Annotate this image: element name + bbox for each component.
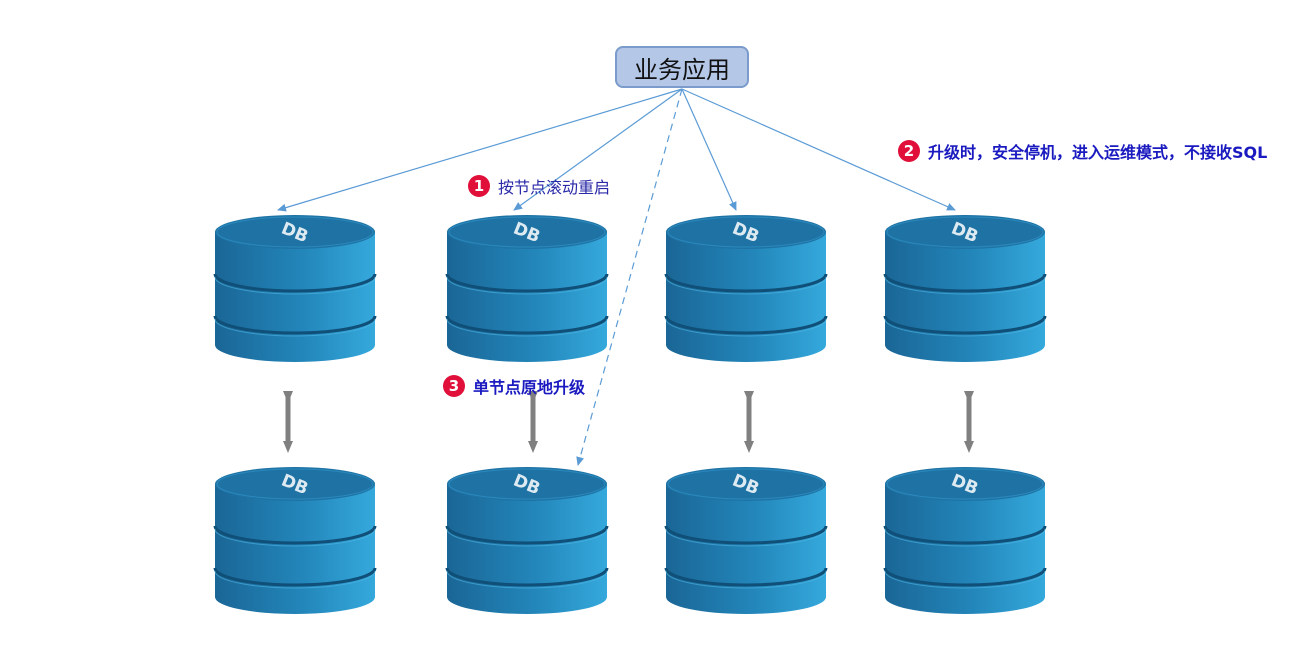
app-to-db-arrow-3 — [681, 88, 737, 211]
app-to-db-arrow-4 — [681, 88, 956, 211]
step-badge-2: 2 — [898, 140, 920, 162]
db-node-r2-c2: DB — [445, 467, 609, 614]
annotation-inplace-upgrade: 3 单节点原地升级 — [443, 374, 585, 398]
db-node-r2-c1: DB — [213, 467, 377, 614]
app-to-db-arrow-1 — [277, 88, 683, 212]
annotation-safe-shutdown: 2 升级时，安全停机，进入运维模式，不接收SQL — [898, 139, 1267, 163]
db-node-r1-c1: DB — [213, 215, 377, 362]
app-to-db-arrow-2 — [513, 88, 683, 211]
db-node-r1-c4: DB — [883, 215, 1047, 362]
business-app-label: 业务应用 — [634, 55, 730, 84]
step-badge-3: 3 — [443, 375, 465, 397]
app-to-db-dashed-arrow — [576, 88, 683, 466]
annotation-rolling-restart: 1 按节点滚动重启 — [468, 174, 610, 198]
business-app-box: 业务应用 — [615, 46, 749, 88]
db-node-r1-c2: DB — [445, 215, 609, 362]
step-badge-1: 1 — [468, 175, 490, 197]
annotation-text-1: 按节点滚动重启 — [498, 178, 611, 197]
db-node-r2-c3: DB — [664, 467, 828, 614]
annotation-text-3: 单节点原地升级 — [473, 378, 586, 397]
db-node-r2-c4: DB — [883, 467, 1047, 614]
db-node-r1-c3: DB — [664, 215, 828, 362]
annotation-text-2: 升级时，安全停机，进入运维模式，不接收SQL — [928, 143, 1268, 162]
